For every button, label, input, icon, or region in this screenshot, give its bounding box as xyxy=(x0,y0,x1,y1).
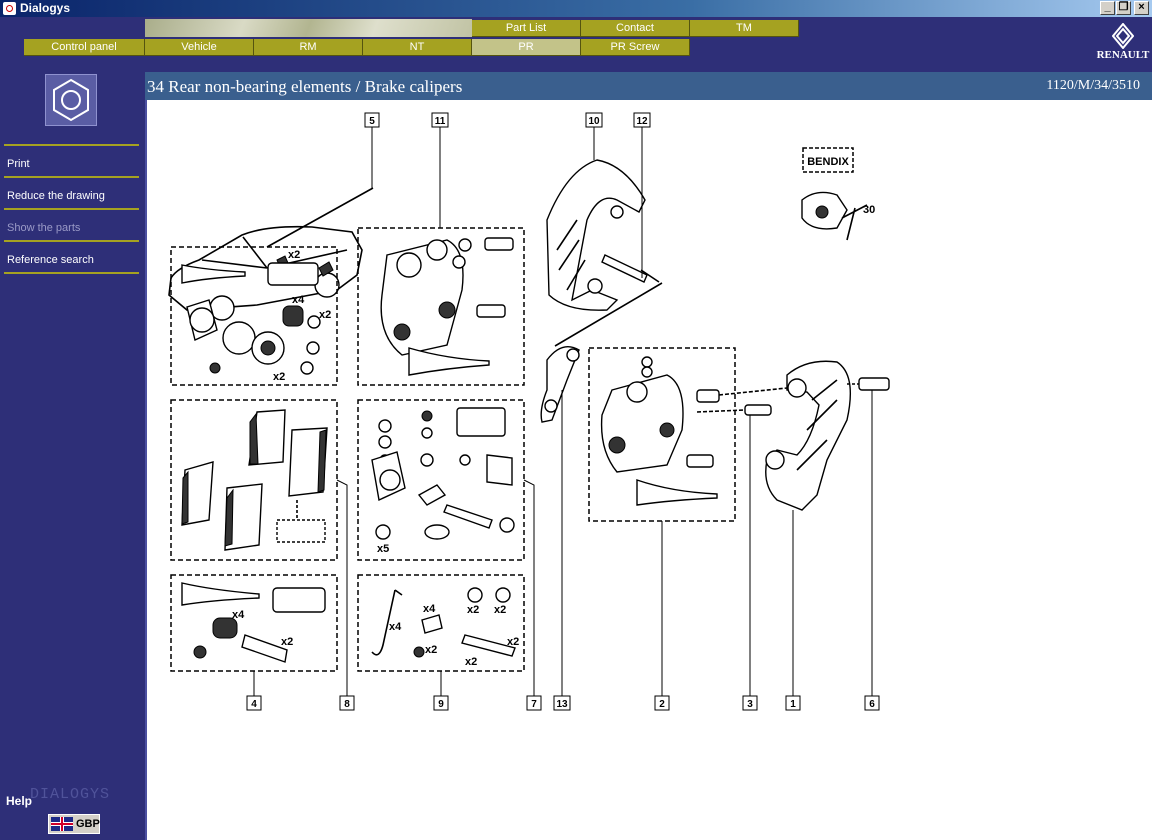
qty-label: x4 xyxy=(389,621,402,633)
qty-label: x2 xyxy=(273,371,285,383)
callout-number: 8 xyxy=(344,699,350,710)
callout-1[interactable]: 1 xyxy=(785,695,801,711)
window-titlebar: Dialogys _ ❐ × xyxy=(0,0,1152,17)
qty-label: x4 xyxy=(292,294,305,306)
menu-rm[interactable]: RM xyxy=(254,39,363,56)
kit-11-caliper xyxy=(380,237,514,376)
language-button[interactable]: GBP xyxy=(48,814,100,834)
top-menu: Part List Contact TM Control panel Vehic… xyxy=(0,17,1152,72)
exploded-parts-diagram: BENDIX 30 x2 x4 x2 x2 x4 x2 x5 x4 x2 x2 … xyxy=(168,112,890,711)
part-1-caliper-bracket xyxy=(765,360,890,511)
callout-3[interactable]: 3 xyxy=(742,695,758,711)
callout-number: 4 xyxy=(251,699,257,710)
qty-label: x2 xyxy=(467,604,479,616)
kit-box-11 xyxy=(357,227,525,386)
callout-number: 7 xyxy=(531,699,537,710)
menu-part-list[interactable]: Part List xyxy=(472,20,581,37)
kit-box-8 xyxy=(170,399,338,561)
menu-decoration xyxy=(145,19,472,37)
leader-lines xyxy=(253,125,873,696)
qty-label: x4 xyxy=(423,603,436,615)
help-link[interactable]: Help xyxy=(6,794,33,808)
qty-label: x2 xyxy=(281,636,293,648)
qty-label: x4 xyxy=(232,609,245,621)
diagram-panel: BENDIX 30 x2 x4 x2 x2 x4 x2 x5 x4 x2 x2 … xyxy=(145,100,1152,840)
menu-control-panel[interactable]: Control panel xyxy=(24,39,145,56)
kit-4a-parts xyxy=(181,262,321,375)
language-code: GBP xyxy=(76,818,100,830)
sidebar: Print Reduce the drawing Show the parts … xyxy=(0,72,145,840)
minimize-button[interactable]: _ xyxy=(1100,1,1115,15)
close-button[interactable]: × xyxy=(1134,1,1149,15)
page-title: 34 Rear non-bearing elements / Brake cal… xyxy=(147,77,463,96)
renault-logo: RENAULT xyxy=(1096,23,1150,69)
qty-label: x2 xyxy=(288,249,300,261)
page-header: 34 Rear non-bearing elements / Brake cal… xyxy=(145,72,1152,100)
callout-9[interactable]: 9 xyxy=(433,695,449,711)
reduce-drawing-link[interactable]: Reduce the drawing xyxy=(4,176,139,208)
kit-4b-parts xyxy=(181,582,326,663)
callout-number: 13 xyxy=(556,699,568,710)
window-title: Dialogys xyxy=(20,1,71,15)
qty-label: x2 xyxy=(494,604,506,616)
callout-number: 10 xyxy=(588,116,600,127)
callout-11[interactable]: 11 xyxy=(431,112,449,128)
renault-diamond-icon xyxy=(1112,23,1134,49)
menu-tm[interactable]: TM xyxy=(690,20,799,37)
kit-7-parts xyxy=(371,407,515,540)
reference-code: 1120/M/34/3510 xyxy=(1046,78,1140,93)
uk-flag-icon xyxy=(51,817,73,831)
callout-2[interactable]: 2 xyxy=(654,695,670,711)
callout-10[interactable]: 10 xyxy=(585,112,603,128)
menu-pr-screw[interactable]: PR Screw xyxy=(581,39,690,56)
kit-8-brake-pads xyxy=(181,409,328,551)
callout-13[interactable]: 13 xyxy=(553,695,571,711)
qty-label: x2 xyxy=(425,644,437,656)
kit-box-7 xyxy=(357,399,525,561)
car-illustration xyxy=(168,187,374,321)
torque-label: 30 xyxy=(863,204,875,216)
restore-button[interactable]: ❐ xyxy=(1116,1,1131,15)
callout-number: 1 xyxy=(790,699,796,710)
quantity-labels: x2 x4 x2 x2 x4 x2 x5 x4 x2 x2 x4 x2 x2 x… xyxy=(232,249,519,668)
callout-5[interactable]: 5 xyxy=(364,112,380,128)
callout-number: 3 xyxy=(747,699,753,710)
torque-detail: 30 xyxy=(801,191,875,241)
kit-box-4a xyxy=(170,246,338,386)
callout-number: 11 xyxy=(435,116,446,127)
print-link[interactable]: Print xyxy=(4,144,139,176)
callout-number: 9 xyxy=(438,699,444,710)
qty-label: x5 xyxy=(377,543,389,555)
kit-2-caliper xyxy=(600,356,788,506)
menu-nt[interactable]: NT xyxy=(363,39,472,56)
reference-search-link[interactable]: Reference search xyxy=(4,240,139,274)
bendix-label: BENDIX xyxy=(807,156,849,168)
part-10-caliper-bracket xyxy=(546,159,663,347)
menu-vehicle[interactable]: Vehicle xyxy=(145,39,254,56)
part-13-arm xyxy=(540,346,580,423)
callout-number: 6 xyxy=(869,699,875,710)
callout-7[interactable]: 7 xyxy=(526,695,542,711)
callout-number: 12 xyxy=(636,116,648,127)
callout-8[interactable]: 8 xyxy=(339,695,355,711)
callout-12[interactable]: 12 xyxy=(633,112,651,128)
callout-6[interactable]: 6 xyxy=(864,695,880,711)
callout-4[interactable]: 4 xyxy=(246,695,262,711)
qty-label: x2 xyxy=(507,636,519,648)
callout-number: 5 xyxy=(369,116,375,127)
dialogys-wordmark: DIALOGYS xyxy=(30,786,111,803)
menu-contact[interactable]: Contact xyxy=(581,20,690,37)
callout-number: 2 xyxy=(659,699,665,710)
qty-label: x2 xyxy=(319,309,331,321)
bendix-badge: BENDIX xyxy=(802,147,854,173)
app-icon xyxy=(3,2,16,15)
nut-icon xyxy=(45,74,97,126)
qty-label: x2 xyxy=(465,656,477,668)
kit-9-parts xyxy=(371,587,516,658)
menu-pr[interactable]: PR xyxy=(472,39,581,56)
show-parts-link: Show the parts xyxy=(4,208,139,240)
logo-text: RENAULT xyxy=(1096,49,1150,61)
